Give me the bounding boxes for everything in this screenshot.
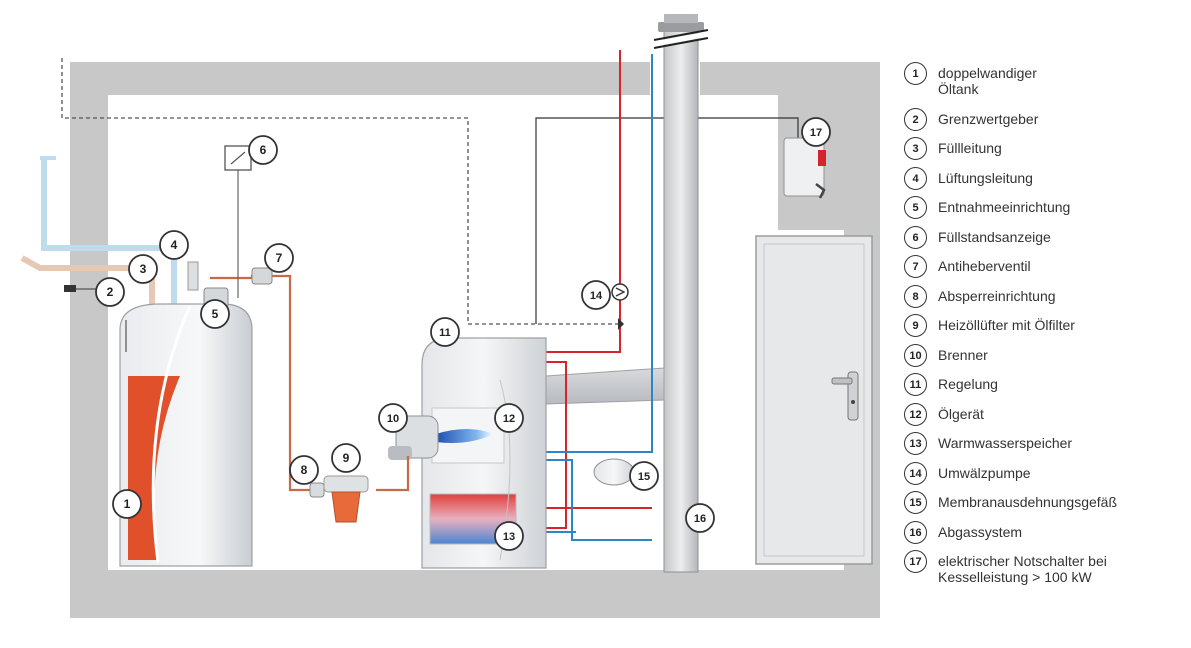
legend-label: Antiheberventil — [938, 258, 1031, 274]
legend-number: 8 — [904, 285, 927, 308]
marker-16: 16 — [685, 503, 715, 533]
legend-label: Grenzwertgeber — [938, 111, 1039, 127]
door — [755, 235, 873, 565]
legend-number: 15 — [904, 491, 927, 514]
marker-6: 6 — [248, 135, 278, 165]
svg-text:3: 3 — [140, 262, 147, 276]
legend-number: 12 — [904, 403, 927, 426]
legend-number: 2 — [904, 108, 927, 131]
antisiphon-valve — [251, 267, 273, 285]
marker-10: 10 — [378, 403, 408, 433]
marker-14: 14 — [581, 280, 611, 310]
svg-text:11: 11 — [439, 327, 451, 339]
legend-label: Füllstandsanzeige — [938, 229, 1051, 245]
legend-number: 17 — [904, 550, 927, 573]
legend-label: Entnahmeeinrichtung — [938, 199, 1071, 215]
legend-label: Absperreinrichtung — [938, 288, 1056, 304]
legend-number: 10 — [904, 344, 927, 367]
svg-text:10: 10 — [387, 413, 399, 425]
marker-4: 4 — [159, 230, 189, 260]
marker-2: 2 — [95, 277, 125, 307]
legend-label: doppelwandiger Öltank — [938, 65, 1037, 97]
legend-number: 14 — [904, 462, 927, 485]
emergency-switch — [783, 137, 826, 199]
circulation-pump — [611, 283, 629, 330]
svg-text:7: 7 — [276, 251, 283, 265]
legend-label: Lüftungsleitung — [938, 170, 1033, 186]
legend-label: Membranausdehnungsgefäß — [938, 494, 1118, 510]
number-markers: 1 2 3 4 5 6 7 8 9 10 11 12 13 14 15 16 1… — [95, 117, 831, 551]
svg-text:1: 1 — [124, 497, 131, 511]
marker-7: 7 — [264, 243, 294, 273]
marker-17: 17 — [801, 117, 831, 147]
water-pipes — [546, 50, 653, 541]
legend-number: 1 — [904, 62, 927, 85]
vent-line — [41, 158, 177, 318]
signal-dashed-line — [61, 58, 622, 325]
marker-9: 9 — [331, 443, 361, 473]
svg-text:8: 8 — [301, 463, 308, 477]
legend-label: Umwälzpumpe — [938, 465, 1031, 481]
legend-label: Ölgerät — [938, 406, 984, 422]
legend-number: 4 — [904, 167, 927, 190]
marker-8: 8 — [289, 455, 319, 485]
marker-11: 11 — [430, 317, 460, 347]
svg-text:15: 15 — [638, 471, 650, 483]
legend-number: 16 — [904, 521, 927, 544]
legend-number: 11 — [904, 373, 927, 396]
burner — [388, 415, 439, 460]
legend-label: Abgassystem — [938, 524, 1023, 540]
oil-tank — [119, 261, 253, 567]
svg-text:12: 12 — [503, 413, 515, 425]
marker-1: 1 — [112, 489, 142, 519]
legend-label: Heizöllüfter mit Ölfilter — [938, 317, 1075, 333]
expansion-vessel — [593, 458, 635, 486]
legend-label: Warmwasserspeicher — [938, 435, 1073, 451]
svg-text:9: 9 — [343, 451, 350, 465]
svg-text:16: 16 — [694, 513, 706, 525]
svg-text:14: 14 — [590, 290, 603, 302]
marker-13: 13 — [494, 521, 524, 551]
oil-deaerator — [323, 475, 369, 523]
marker-12: 12 — [494, 403, 524, 433]
boiler — [421, 337, 547, 569]
legend-number: 3 — [904, 137, 927, 160]
svg-text:13: 13 — [503, 531, 515, 543]
legend-label: Füllleitung — [938, 140, 1002, 156]
legend-number: 7 — [904, 255, 927, 278]
shutoff-valve — [309, 482, 325, 498]
level-indicator — [224, 145, 252, 298]
legend-label: elektrischer Notschalter bei Kesselleist… — [938, 553, 1107, 585]
marker-3: 3 — [128, 254, 158, 284]
exhaust-system — [653, 14, 709, 573]
legend-label: Regelung — [938, 376, 998, 392]
legend-number: 9 — [904, 314, 927, 337]
svg-text:17: 17 — [810, 127, 822, 139]
svg-text:6: 6 — [260, 143, 267, 157]
svg-text:4: 4 — [171, 238, 178, 252]
legend-label: Brenner — [938, 347, 988, 363]
svg-text:2: 2 — [107, 285, 114, 299]
marker-5: 5 — [200, 299, 230, 329]
legend-number: 6 — [904, 226, 927, 249]
legend-number: 5 — [904, 196, 927, 219]
marker-15: 15 — [629, 461, 659, 491]
legend-number: 13 — [904, 432, 927, 455]
svg-text:5: 5 — [212, 307, 219, 321]
